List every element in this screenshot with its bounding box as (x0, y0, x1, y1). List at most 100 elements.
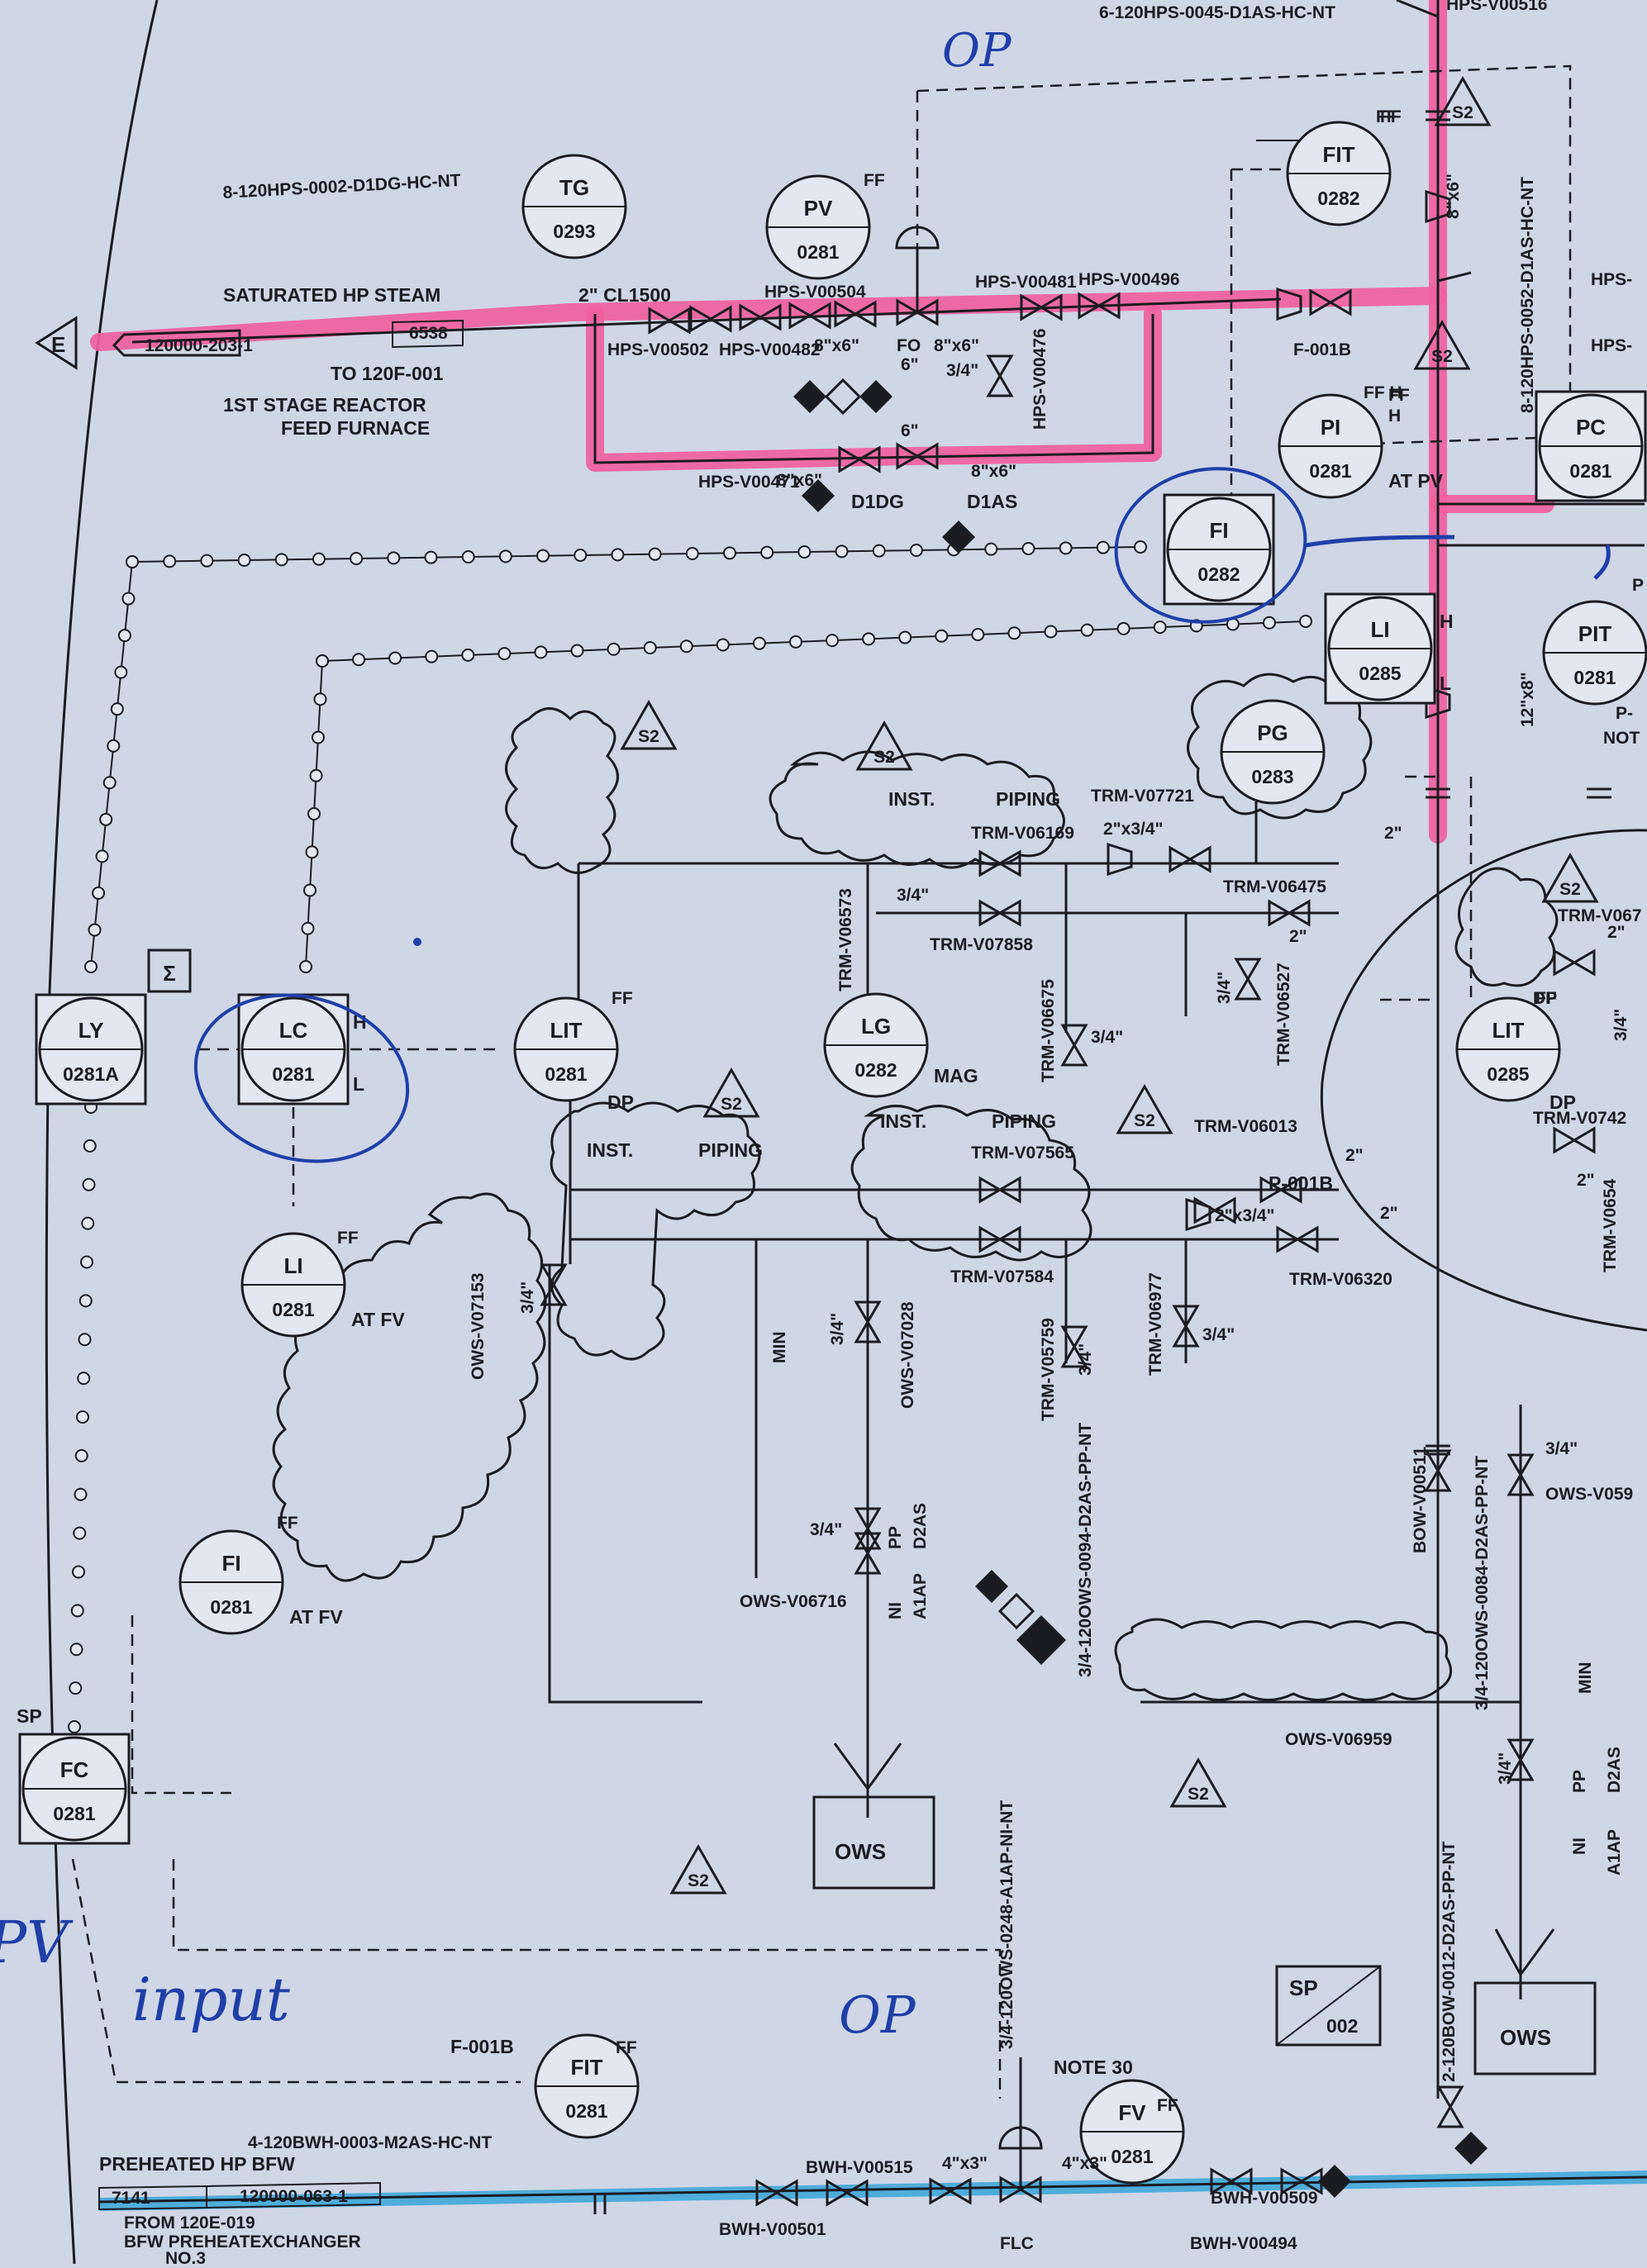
size-label: 2"x3/4" (1215, 1206, 1274, 1225)
size-label: 2" CL1500 (578, 284, 671, 306)
size-label: 8"x6" (777, 471, 822, 490)
drawing-number: 120000-203-1 (145, 336, 253, 355)
alarm-low: L (1440, 673, 1451, 694)
link-node (88, 923, 102, 937)
line-label: 8-120HPS-0052-D1AS-HC-NT (1518, 177, 1537, 413)
instrument-number: 002 (1326, 2015, 1358, 2037)
valve-tag: BWH-V00494 (1190, 2234, 1297, 2253)
link-node (301, 921, 315, 935)
spec-label: NI (1570, 1838, 1589, 1855)
instrument-location: AT PV (1388, 470, 1444, 492)
valve-tag: OWS-V07028 (898, 1301, 917, 1409)
revision-label: S2 (638, 727, 659, 746)
spec-label: D2AS (911, 1503, 930, 1549)
instrument-number: 0281 (565, 2100, 607, 2122)
flange-marks (593, 110, 1611, 2214)
link-node (274, 553, 288, 567)
link-node (685, 547, 699, 560)
instrument-note: FF (337, 1229, 359, 1248)
valve-tag: OWS-V06959 (1285, 1730, 1392, 1749)
link-node (237, 554, 251, 567)
size-label: 3/4" (1215, 972, 1234, 1004)
link-node (534, 645, 548, 659)
link-node (1021, 542, 1035, 555)
instrument-type: LIT (550, 1018, 583, 1043)
link-node (862, 632, 876, 646)
link-node (316, 654, 329, 668)
link-node (872, 544, 886, 558)
instrument-note: FF (612, 989, 633, 1008)
link-node (126, 555, 139, 568)
data-link-dots (68, 540, 1312, 1733)
note-label: NOT (1603, 729, 1640, 748)
revision-label: S2 (873, 748, 895, 767)
size-label: 12"x8" (1518, 672, 1537, 727)
link-node (1080, 623, 1094, 637)
link-node (826, 634, 840, 648)
measure-type: MAG (934, 1065, 978, 1086)
link-node (352, 653, 366, 667)
valve-tag: HPS-V00481 (975, 273, 1077, 292)
instrument-type: PIT (1578, 621, 1612, 646)
spec-label: PP (1570, 1770, 1589, 1793)
valve-tag: TRM-V067 (1558, 906, 1642, 925)
link-node (95, 849, 109, 863)
instrument-type: FV (1118, 2100, 1146, 2125)
link-node (984, 542, 998, 556)
valve-tag: TRM-V0654 (1601, 1178, 1620, 1272)
line-flag-right (392, 319, 464, 349)
valve-tags: HPS-V00504 HPS-V00481 HPS-V00496 HPS-V00… (469, 270, 1642, 2253)
note-label: NOTE 30 (1054, 2056, 1133, 2078)
instrument-note: FF (1535, 989, 1557, 1008)
link-node (574, 549, 588, 562)
instrument-note: FF (1380, 107, 1402, 126)
revision-marker: S2 (855, 720, 913, 771)
instrument-type: LI (1370, 617, 1389, 642)
instrument-number: 0285 (1359, 663, 1401, 684)
instrument-note: FF (1157, 2096, 1178, 2115)
size-label: 3/4" (1076, 1343, 1095, 1376)
alarm-high: H (1440, 611, 1454, 632)
link-node (350, 552, 364, 565)
valve-tag: HPS-V00516 (1446, 0, 1548, 14)
link-node (309, 768, 323, 782)
link-node (92, 886, 106, 900)
instrument-number: 0281 (1309, 460, 1351, 482)
link-node (114, 665, 128, 679)
link-node (607, 642, 621, 656)
destination-label: TO 120F-001 (331, 363, 444, 384)
link-node (110, 702, 124, 716)
link-node (313, 692, 327, 706)
size-label: 3/4" (1545, 1439, 1578, 1458)
link-node (611, 548, 625, 562)
link-node (77, 1372, 91, 1386)
handwritten-pv: PV (0, 1909, 74, 1976)
service-label: SATURATED HP STEAM (223, 284, 440, 306)
size-label: 3/4" (828, 1313, 847, 1345)
line-label: 3/4-120OWS-0084-D2AS-PP-NT (1473, 1456, 1492, 1710)
instrument-location: AT FV (351, 1309, 405, 1330)
valve-tag: BWH-V00501 (719, 2220, 826, 2239)
size-label: 3/4" (897, 886, 929, 905)
valve-tag: HPS-V00502 (607, 340, 709, 359)
link-node (307, 807, 321, 820)
spec-label: A1AP (911, 1573, 930, 1619)
valve-tag: TRM-V0742 (1533, 1109, 1626, 1128)
ows-tank-label: OWS (1500, 2025, 1551, 2050)
sigma-function: Σ (163, 961, 176, 986)
valve-tag: TRM-V07858 (930, 935, 1033, 954)
line-label: 2-120BOW-0012-D2AS-PP-NT (1440, 1842, 1459, 2082)
service-label: PREHEATED HP BFW (99, 2153, 295, 2175)
instrument-note: FF (277, 1514, 298, 1533)
off-sheet-label: E (51, 332, 65, 357)
instrument-number: 0281 (1573, 667, 1616, 688)
valve-tag: TRM-V07584 (950, 1267, 1054, 1286)
instrument-number: 0282 (1197, 563, 1240, 585)
link-node (788, 635, 802, 649)
